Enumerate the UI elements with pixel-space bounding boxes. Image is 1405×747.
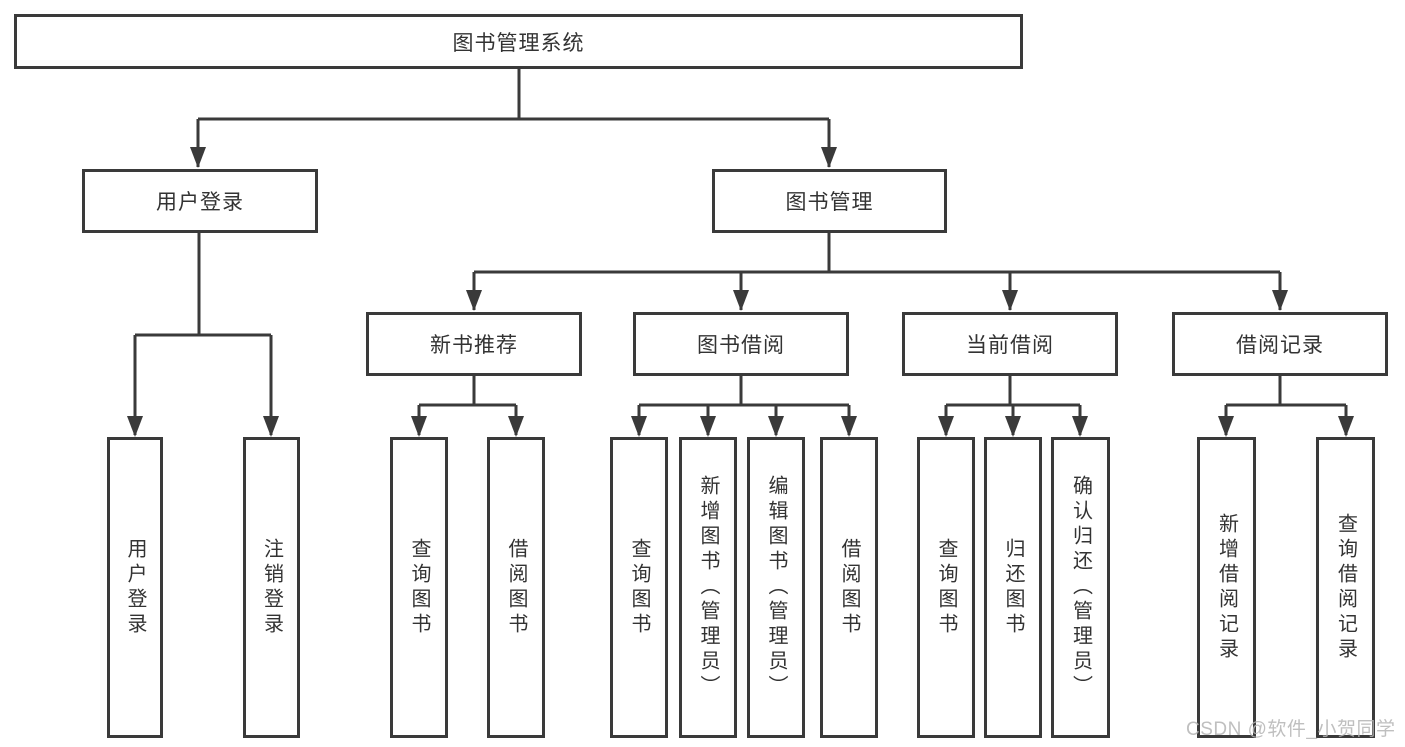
arrowhead-icon [466,290,482,311]
leaf-bb-borrow-book: 借阅图书 [820,437,878,738]
leaf-logout-login: 注销登录 [243,437,300,738]
leaf-cb-confirm-return-admin: 确认归还（管理员） [1051,437,1110,738]
leaf-user-login-label: 用户登录 [124,537,146,638]
leaf-nbr-borrow-book: 借阅图书 [487,437,545,738]
leaf-user-login: 用户登录 [107,437,163,738]
leaf-cb-return-book: 归还图书 [984,437,1042,738]
node-borrow-record-label: 借阅记录 [1236,334,1324,357]
arrowhead-icon [1072,416,1088,437]
leaf-bb-edit-book-admin: 编辑图书（管理员） [747,437,805,738]
arrowhead-icon [733,290,749,311]
arrowhead-icon [821,147,837,168]
arrowhead-icon [1005,416,1021,437]
arrowhead-icon [1338,416,1354,437]
node-new-book-recommend: 新书推荐 [366,312,582,376]
node-book-management-label: 图书管理 [785,191,874,214]
arrowhead-icon [938,416,954,437]
arrowhead-icon [127,416,143,437]
node-book-borrow-label: 图书借阅 [697,334,785,357]
leaf-nbr-borrow-book-label: 借阅图书 [505,537,527,638]
node-root: 图书管理系统 [14,14,1023,69]
arrowhead-icon [411,416,427,437]
leaf-nbr-query-book: 查询图书 [390,437,448,738]
leaf-bb-edit-book-admin-label: 编辑图书（管理员） [765,475,787,700]
leaf-cb-query-book-label: 查询图书 [935,537,957,638]
arrowhead-icon [631,416,647,437]
leaf-br-query-record: 查询借阅记录 [1316,437,1375,738]
arrowhead-icon [1272,290,1288,311]
node-current-borrow-label: 当前借阅 [966,334,1054,357]
leaf-br-query-record-label: 查询借阅记录 [1334,512,1357,663]
arrowhead-icon [508,416,524,437]
leaf-nbr-query-book-label: 查询图书 [408,537,430,638]
leaf-br-add-record: 新增借阅记录 [1197,437,1256,738]
node-user-login-label: 用户登录 [156,191,244,214]
leaf-bb-add-book-admin-label: 新增图书（管理员） [697,475,719,700]
node-user-login: 用户登录 [82,169,318,233]
arrowhead-icon [700,416,716,437]
arrowhead-icon [190,147,206,168]
csdn-watermark: CSDN @软件_小贺同学 [1186,719,1396,740]
node-root-label: 图书管理系统 [452,31,585,55]
node-current-borrow: 当前借阅 [902,312,1118,376]
leaf-bb-add-book-admin: 新增图书（管理员） [679,437,737,738]
node-book-borrow: 图书借阅 [633,312,849,376]
leaf-cb-return-book-label: 归还图书 [1002,537,1024,638]
arrowhead-icon [841,416,857,437]
arrowhead-icon [768,416,784,437]
arrowhead-icon [263,416,279,437]
leaf-bb-borrow-book-label: 借阅图书 [838,537,860,638]
arrowhead-icon [1218,416,1234,437]
node-borrow-record: 借阅记录 [1172,312,1388,376]
leaf-cb-confirm-return-admin-label: 确认归还（管理员） [1069,475,1092,700]
leaf-bb-query-book-label: 查询图书 [628,537,650,638]
leaf-br-add-record-label: 新增借阅记录 [1215,512,1238,663]
node-new-book-recommend-label: 新书推荐 [430,334,518,357]
node-book-management: 图书管理 [712,169,947,233]
arrowhead-icon [1002,290,1018,311]
leaf-cb-query-book: 查询图书 [917,437,975,738]
leaf-bb-query-book: 查询图书 [610,437,668,738]
leaf-logout-login-label: 注销登录 [260,537,283,638]
